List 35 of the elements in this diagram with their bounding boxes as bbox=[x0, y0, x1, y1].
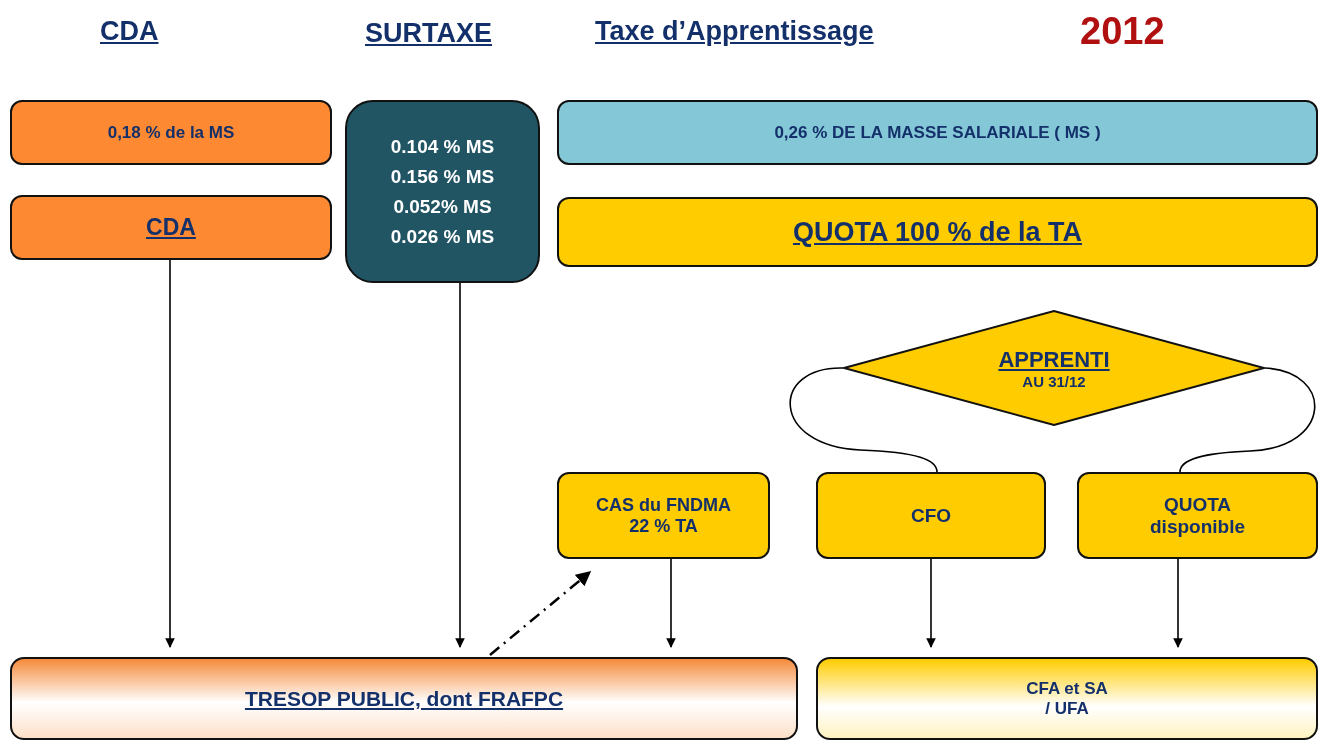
arrow bbox=[489, 571, 592, 656]
box-text: 0.104 % MS bbox=[390, 135, 495, 158]
box-text: CFA et SA / UFA bbox=[1025, 678, 1109, 719]
process-box bbox=[10, 100, 332, 165]
box-text: CDA bbox=[146, 214, 196, 241]
box-text: 0,26 % DE LA MASSE SALARIALE ( MS ) bbox=[774, 122, 1101, 143]
box-text: 0.156 % MS bbox=[390, 165, 495, 188]
box-text: 0,18 % de la MS bbox=[107, 122, 235, 143]
box-text: 0.026 % MS bbox=[390, 225, 495, 248]
process-box bbox=[557, 197, 1318, 267]
process-box bbox=[345, 100, 540, 283]
arrow bbox=[926, 558, 936, 648]
arrow bbox=[666, 558, 676, 648]
box-text: CAS du FNDMA 22 % TA bbox=[595, 494, 732, 537]
arrow bbox=[455, 282, 465, 648]
box-text: QUOTA disponible bbox=[1149, 493, 1246, 538]
process-box bbox=[816, 472, 1046, 559]
box-text: CFO bbox=[910, 504, 952, 527]
box-text: TRESOP PUBLIC, dont FRAFPC bbox=[244, 686, 564, 711]
heading: 2012 bbox=[1080, 10, 1165, 53]
box-text: 0.052% MS bbox=[393, 195, 492, 218]
process-box bbox=[10, 657, 798, 740]
box-text: QUOTA 100 % de la TA bbox=[792, 216, 1083, 248]
process-box bbox=[557, 472, 770, 559]
heading: CDA bbox=[100, 16, 159, 47]
process-box bbox=[816, 657, 1318, 740]
arrow bbox=[165, 259, 175, 648]
process-box bbox=[1077, 472, 1318, 559]
heading: Taxe d’Apprentissage bbox=[595, 16, 874, 47]
arrow bbox=[1173, 558, 1183, 648]
box-text: APPRENTI bbox=[998, 346, 1110, 373]
heading: SURTAXE bbox=[365, 18, 492, 49]
box-text: AU 31/12 bbox=[1022, 372, 1086, 390]
process-box bbox=[557, 100, 1318, 165]
process-box bbox=[10, 195, 332, 260]
